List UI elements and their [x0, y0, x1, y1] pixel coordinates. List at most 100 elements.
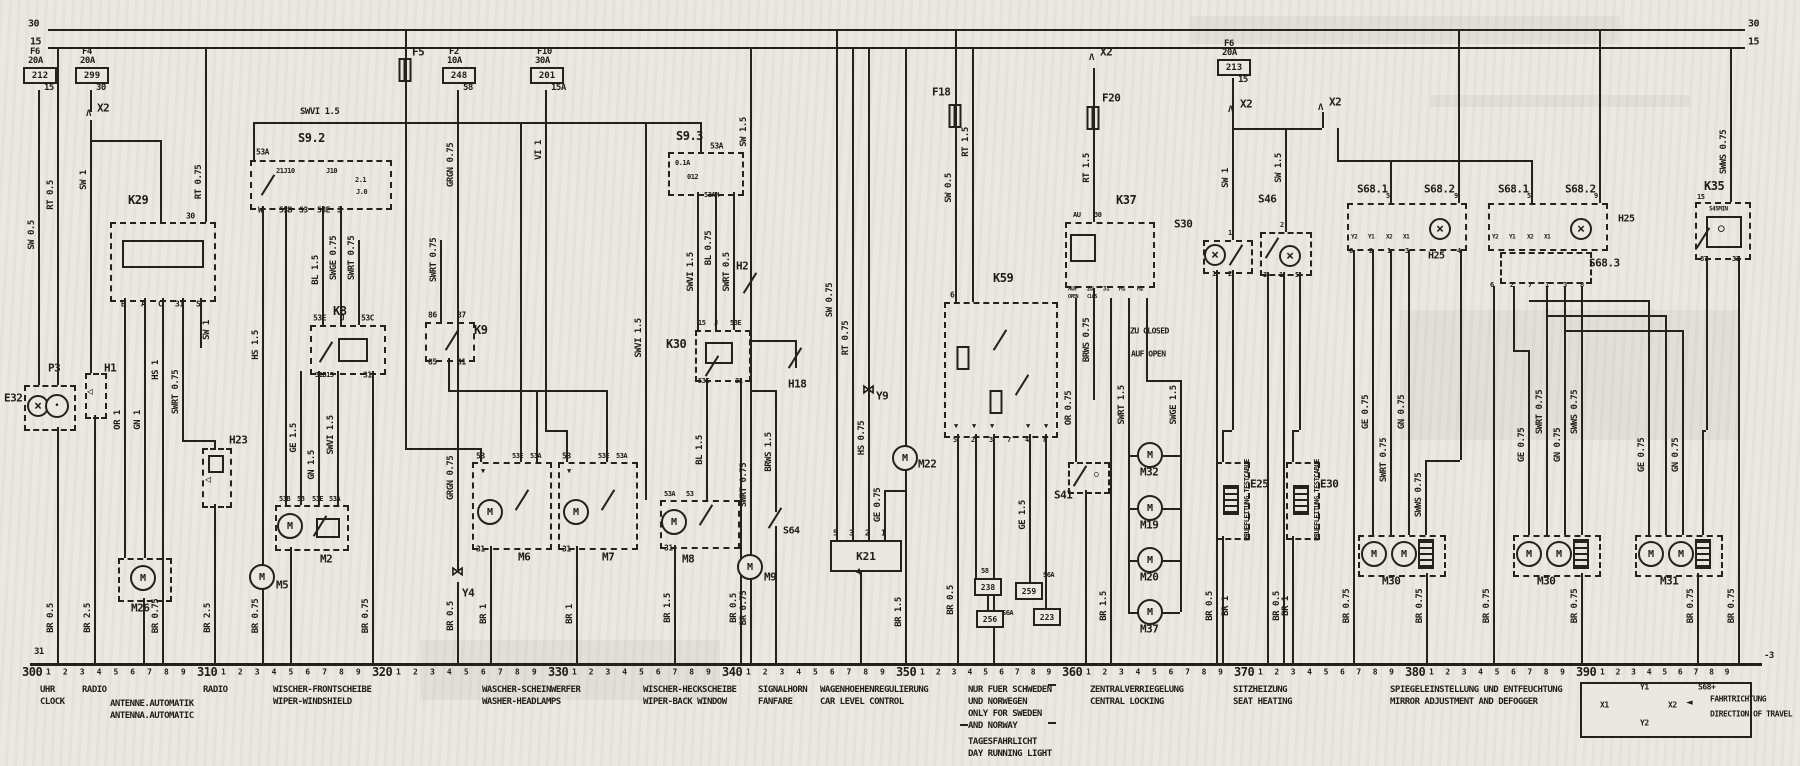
- grid-minor-number: 8: [863, 667, 868, 677]
- component-box: [110, 222, 216, 302]
- wire-vertical: [566, 430, 568, 462]
- diagram-text: K30: [666, 337, 687, 351]
- grid-major-number: 320: [372, 665, 393, 679]
- diagram-text: S45MIN: [1709, 205, 1728, 213]
- section-label: NUR FUER SCHWEDEN: [968, 685, 1052, 695]
- wire-vertical: [1180, 380, 1182, 612]
- wire-vertical: [1322, 112, 1324, 128]
- diagram-text: ○: [1094, 469, 1099, 479]
- diagram-text: 31: [175, 299, 184, 309]
- component-box: [1260, 232, 1312, 276]
- diagram-text: 53: [686, 490, 694, 498]
- grid-minor-number: 1: [746, 667, 751, 677]
- diagram-text: 5: [833, 528, 838, 538]
- diagram-text: 2: [865, 528, 870, 538]
- wire-vertical: [1458, 29, 1460, 203]
- wire-color-label: SW 1.5: [739, 117, 749, 147]
- fuse-rating: 20A: [1222, 48, 1237, 58]
- motor-symbol: M: [1516, 541, 1542, 567]
- component-box: [472, 462, 552, 550]
- grid-minor-number: 1: [1258, 667, 1263, 677]
- component-box: [1216, 462, 1250, 540]
- grid-minor-number: 4: [967, 667, 972, 677]
- section-label: ZENTRALVERRIEGELUNG: [1090, 685, 1184, 695]
- wire-color-label: BR 0.75: [1415, 588, 1425, 624]
- diagram-text: K9: [474, 323, 488, 337]
- motor-symbol: M: [563, 499, 589, 525]
- grid-minor-number: 7: [1527, 667, 1532, 677]
- diagram-text: OPEN: [1068, 294, 1079, 300]
- wire-vertical: [1702, 430, 1704, 535]
- grid-minor-number: 4: [796, 667, 801, 677]
- wire-vertical: [1232, 78, 1234, 240]
- diagram-text: 53A: [530, 452, 542, 460]
- diagram-text: 1: [881, 528, 886, 538]
- bulb-symbol: ×: [1279, 245, 1301, 267]
- wire-vertical: [1029, 434, 1031, 582]
- diagram-text: ◁: [205, 474, 211, 486]
- motor-symbol: M: [1546, 541, 1572, 567]
- wire-vertical: [1564, 286, 1566, 535]
- inline-fuse-symbol: [948, 104, 962, 128]
- wire-vertical: [1697, 573, 1699, 663]
- diagram-text: M5: [276, 578, 289, 592]
- component-box: [24, 385, 76, 431]
- diagram-text: ZU: [1087, 285, 1094, 293]
- diagram-text: 53: [297, 495, 305, 503]
- wire-vertical: [1546, 286, 1548, 535]
- heater-element-symbol: [1223, 485, 1239, 515]
- diagram-text: M30: [1537, 574, 1556, 588]
- diagram-text: Y4: [462, 586, 475, 600]
- grid-minor-number: 6: [1677, 667, 1683, 677]
- wire-horizontal: [1529, 300, 1648, 302]
- diagram-text: M1: [1119, 285, 1126, 293]
- grid-minor-number: 2: [588, 667, 594, 677]
- grid-minor-number: 5: [638, 667, 644, 677]
- fuse-name: F2: [449, 47, 459, 57]
- grid-minor-number: 1: [46, 667, 51, 677]
- wire-vertical: [90, 90, 92, 112]
- component-box: [202, 448, 232, 508]
- wire-vertical: [1292, 536, 1294, 663]
- diagram-text: 15: [698, 319, 706, 327]
- diagram-text: 0.1A: [675, 159, 690, 167]
- wire-vertical: [852, 47, 854, 540]
- wire-vertical: [490, 546, 492, 663]
- wire-color-label: BR 1: [479, 604, 489, 624]
- grid-minor-number: 4: [96, 667, 102, 677]
- diagram-text: 53C: [361, 313, 374, 323]
- grid-minor-number: 5: [812, 667, 818, 677]
- diagram-text: 2: [1228, 270, 1232, 278]
- diagram-text: 31: [363, 370, 372, 380]
- diagram-text: X2: [97, 101, 110, 115]
- diagram-text: 31: [562, 544, 571, 554]
- grid-minor-number: 4: [1307, 667, 1312, 677]
- wire-horizontal: [750, 340, 795, 342]
- wire-vertical: [405, 29, 407, 448]
- wire-horizontal: [1513, 350, 1528, 352]
- grid-minor-number: 9: [1724, 667, 1730, 677]
- diagram-text: 1: [1212, 270, 1216, 278]
- wire-vertical: [750, 47, 752, 557]
- diagram-text: W: [258, 205, 263, 215]
- wire-color-label: SWWS 0.75: [1414, 472, 1424, 518]
- section-label: WIPER-WINDSHIELD: [273, 697, 352, 707]
- wire-color-label: BR 1: [1281, 596, 1291, 616]
- wire-horizontal: [1425, 460, 1460, 462]
- diagram-text: 31: [457, 357, 466, 367]
- wire-color-label: BL 1.5: [311, 255, 321, 285]
- diagram-text: ◄: [1686, 695, 1693, 709]
- wire-vertical: [1425, 460, 1427, 535]
- grid-minor-number: 8: [1201, 667, 1207, 677]
- wire-color-label: SW 1: [202, 320, 212, 340]
- grid-major-number: 330: [548, 665, 569, 679]
- wire-color-label: GN 0.75: [1553, 427, 1563, 463]
- fuse-terminal: 15: [1238, 75, 1248, 85]
- wire-color-label: BL 1.5: [695, 435, 705, 465]
- component-box: [1358, 535, 1446, 577]
- motor-symbol: M: [892, 445, 918, 471]
- wire-vertical: [740, 378, 742, 663]
- wire-vertical: [457, 90, 459, 452]
- component-box: [1695, 202, 1751, 260]
- grid-minor-number: 8: [514, 667, 520, 677]
